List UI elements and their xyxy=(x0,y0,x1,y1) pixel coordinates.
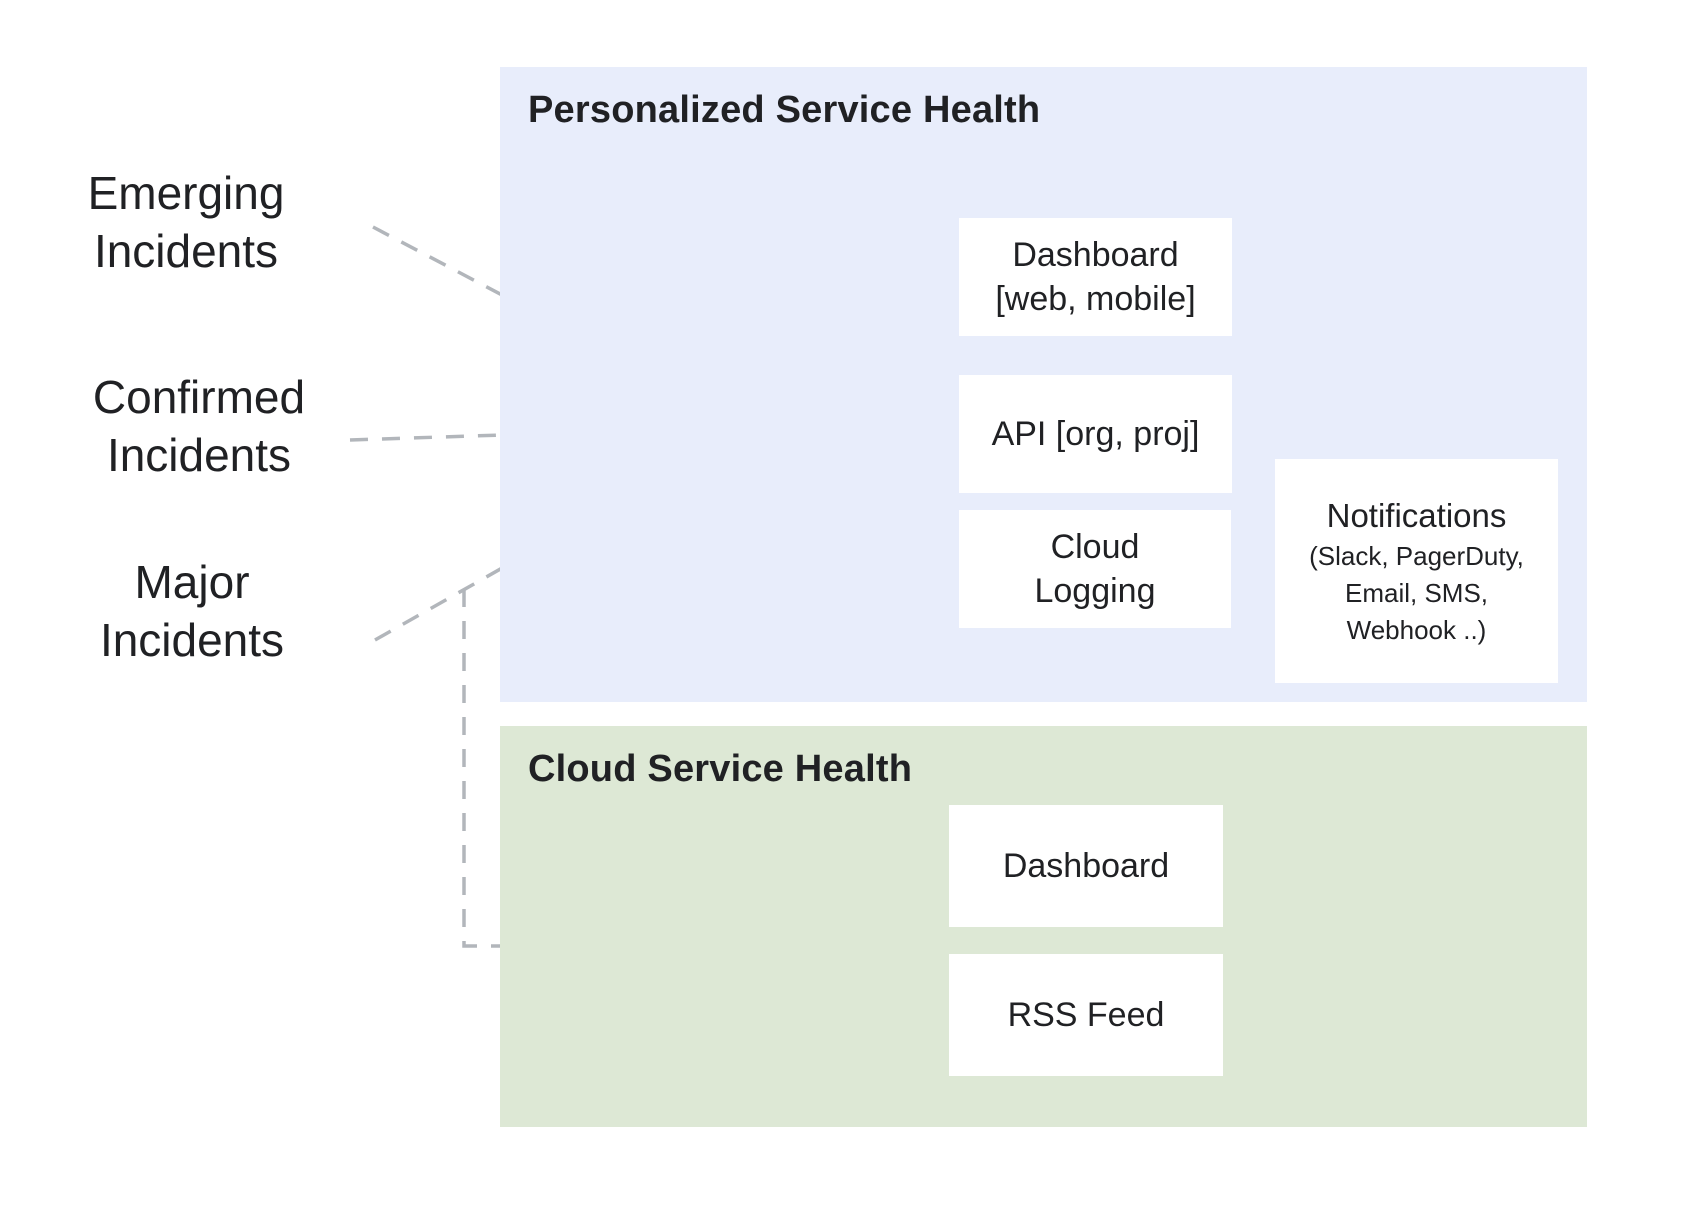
notifications-sub-line: (Slack, PagerDuty, xyxy=(1309,540,1524,571)
label-line: Incidents xyxy=(106,429,292,481)
box-label-line: API [org, proj] xyxy=(991,415,1200,453)
label-line: Major xyxy=(134,556,250,608)
box-label-line: Cloud xyxy=(1050,528,1140,566)
notifications-sub-line: Email, SMS, xyxy=(1344,577,1489,608)
box-label-line: Dashboard xyxy=(1002,847,1170,885)
notifications-title: Notifications xyxy=(1326,496,1507,534)
label-line: Emerging xyxy=(87,167,285,219)
label-confirmed-incidents: Confirmed Incidents xyxy=(39,368,359,484)
label-line: Incidents xyxy=(93,225,279,277)
box-label-line: RSS Feed xyxy=(1007,996,1165,1034)
personalized-panel-title: Personalized Service Health xyxy=(528,89,1041,131)
notifications-box: Notifications (Slack, PagerDuty, Email, … xyxy=(1275,459,1558,683)
box-label-line: Dashboard xyxy=(1012,236,1179,274)
api-org-proj-box: API [org, proj] xyxy=(959,375,1232,493)
cloud-panel-title: Cloud Service Health xyxy=(528,748,913,790)
label-emerging-incidents: Emerging Incidents xyxy=(26,164,346,280)
box-label-line: [web, mobile] xyxy=(995,280,1196,318)
dashboard-web-mobile-box: Dashboard [web, mobile] xyxy=(959,218,1232,336)
label-line: Confirmed xyxy=(92,371,306,423)
rss-feed-box: RSS Feed xyxy=(949,954,1223,1076)
notifications-sub-line: Webhook ..) xyxy=(1346,614,1487,645)
label-line: Incidents xyxy=(99,614,285,666)
cloud-logging-box: Cloud Logging xyxy=(959,510,1231,628)
cloud-dashboard-box: Dashboard xyxy=(949,805,1223,927)
box-label-line: Logging xyxy=(1034,572,1156,610)
label-major-incidents: Major Incidents xyxy=(32,553,352,669)
